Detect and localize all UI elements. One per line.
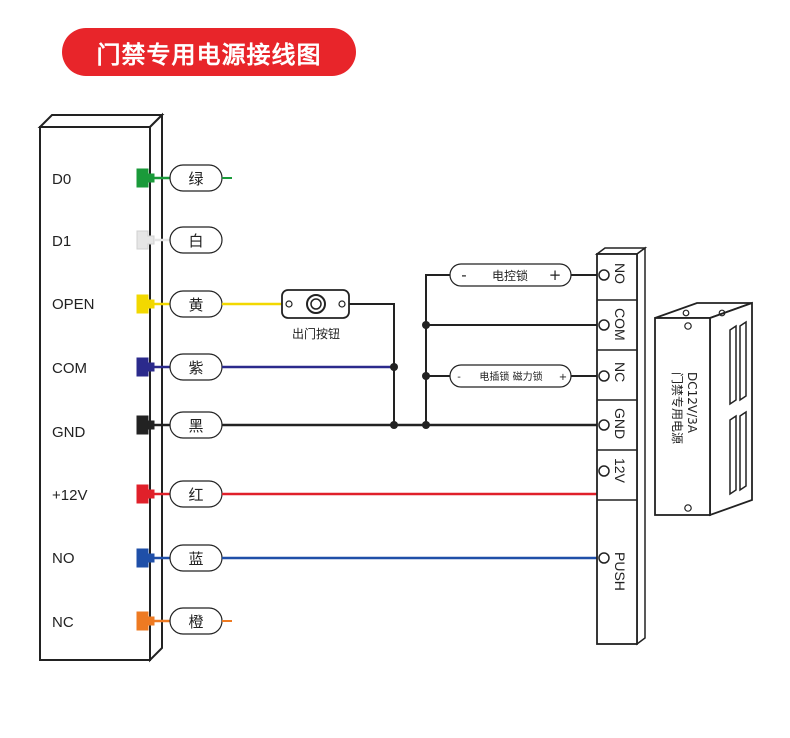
pin-label-com: COM [52,360,87,377]
wire-tag-black: 黑 [188,417,203,435]
connector-purple [136,357,155,377]
pin-label-no: NO [52,550,75,567]
terminal-label-12v: 12V [612,458,628,484]
junction-dot [390,363,398,371]
terminal-label-nc: NC [612,362,628,382]
screw-terminal-icon [598,370,610,382]
terminal-label-gnd: GND [612,408,628,439]
wire-tag-red: 红 [188,486,203,504]
exit-button-label: 出门按钮 [292,326,340,341]
controller-pin-labels: D0 D1 OPEN COM GND +12V NO NC [52,171,95,631]
screw-terminal-icon [598,552,610,564]
lock-nc-label: 电插锁 磁力锁 [479,370,542,383]
psu-box-spec: DC12V/3A [685,372,699,434]
screw-terminal-icon [598,419,610,431]
wires [222,177,597,622]
wire-tag-blue: 蓝 [188,550,203,568]
connector-red [136,484,155,504]
junction-dot [422,321,430,329]
terminal-label-com: COM [612,308,628,341]
connector-yellow [136,294,155,314]
wire-tag-white: 白 [188,232,203,250]
psu-box-label: 门禁专用电源 [670,372,685,444]
wire-tag-yellow: 黄 [188,296,203,314]
vent-slot [729,414,737,496]
terminal-label-push: PUSH [612,552,628,591]
lock-nc-box [449,364,572,388]
pin-label-d1: D1 [52,233,71,250]
lock-no-box [449,263,572,287]
wire-tag-green: 绿 [188,170,203,188]
vent-slot [739,410,747,492]
pin-label-nc: NC [52,614,74,631]
page-title: 门禁专用电源接线图 [62,28,356,76]
exit-button: 出门按钮 [281,289,350,341]
lock-no-plus: + [549,266,562,284]
lock-nc-plus: + [559,372,567,383]
wire-exit-button-return [349,303,395,425]
screw-terminal-icon [598,269,610,281]
connector-black [136,415,155,435]
connector-orange [136,611,155,631]
wire-tags: 绿 白 黄 紫 黑 红 蓝 橙 [169,164,223,635]
wire-connectors [136,168,170,631]
wire-tag-orange: 橙 [188,613,203,631]
access-controller [37,112,165,663]
screw-terminal-icon [598,465,610,477]
vent-slot [739,320,747,402]
lock-no-minus: - [461,266,466,284]
pin-label-12v: +12V [52,487,87,504]
lock-nc-minus: - [457,372,461,383]
psu-terminal-block: NO COM NC GND 12V PUSH [594,246,648,646]
connector-white [136,230,155,250]
vent-slot [729,324,737,406]
screw-terminal-icon [598,319,610,331]
junction-dot [422,372,430,380]
junction-dot [390,421,398,429]
connector-green [136,168,155,188]
wire-tag-box [169,226,223,254]
wire-lock-bus [425,274,450,425]
lock-nc: - 电插锁 磁力锁 + [449,364,572,388]
connector-blue [136,548,155,568]
pin-label-open: OPEN [52,296,95,313]
junction-dot [422,421,430,429]
pin-label-d0: D0 [52,171,71,188]
lock-no-label: 电控锁 [492,268,528,283]
lock-no: - 电控锁 + [449,263,572,287]
terminal-label-no: NO [612,263,628,284]
wire-tag-purple: 紫 [188,359,203,377]
pin-label-gnd: GND [52,424,86,441]
power-supply-box: DC12V/3A 门禁专用电源 [654,301,753,517]
